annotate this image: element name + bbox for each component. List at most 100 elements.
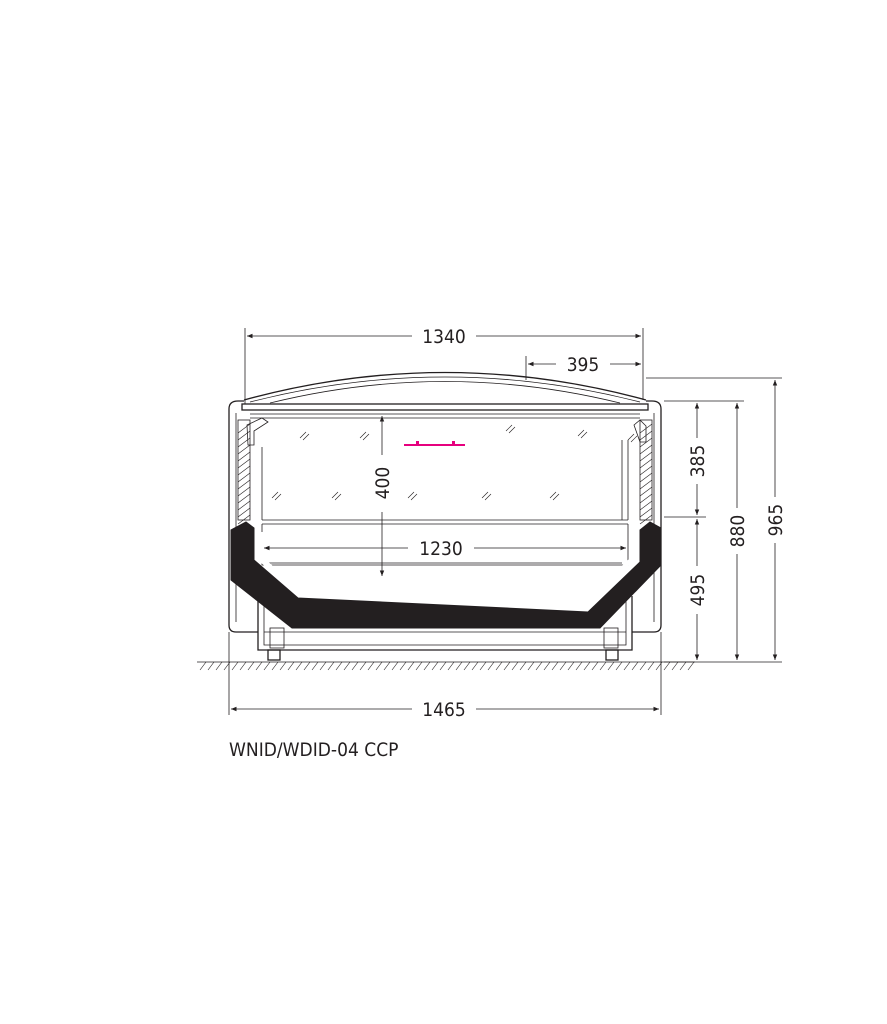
glass-mark	[271, 491, 279, 499]
glass-mark	[549, 491, 557, 499]
floor-line	[197, 661, 695, 671]
floor-hatch-stroke	[463, 661, 471, 671]
floor-hatching	[199, 661, 695, 671]
wall-hatch-stroke	[237, 479, 251, 490]
floor-hatch-stroke	[663, 661, 671, 671]
floor-hatch-stroke	[471, 661, 479, 671]
glass-mark	[484, 493, 492, 501]
floor-hatch-stroke	[535, 661, 543, 671]
floor-hatch-stroke	[519, 661, 527, 671]
glass-reflection-marks	[271, 424, 638, 501]
dim-label-495: 495	[687, 574, 709, 607]
floor-hatch-stroke	[271, 661, 279, 671]
floor-hatch-stroke	[543, 661, 551, 671]
dim-inner-height: 400	[372, 416, 394, 576]
wall-hatch-stroke	[237, 465, 251, 476]
floor-hatch-stroke	[303, 661, 311, 671]
insulated-tub	[230, 521, 662, 629]
glass-mark	[331, 491, 339, 499]
glass-mark	[334, 493, 342, 501]
dim-lid-offset: 395	[525, 354, 641, 380]
floor-hatch-stroke	[679, 661, 687, 671]
floor-hatch-stroke	[495, 661, 503, 671]
floor-hatch-stroke	[447, 661, 455, 671]
model-caption: WNID/WDID-04 CCP	[229, 739, 398, 761]
glass-mark	[410, 493, 418, 501]
floor-hatch-stroke	[247, 661, 255, 671]
wall-hatch-stroke	[639, 500, 653, 511]
dim-lower-height: 495	[687, 519, 709, 660]
floor-hatch-stroke	[599, 661, 607, 671]
floor-hatch-stroke	[295, 661, 303, 671]
floor-hatch-stroke	[479, 661, 487, 671]
dim-label-1465: 1465	[422, 699, 466, 721]
floor-hatch-stroke	[359, 661, 367, 671]
floor-hatch-stroke	[335, 661, 343, 671]
dim-label-880: 880	[727, 515, 749, 548]
floor-hatch-stroke	[375, 661, 383, 671]
glass-mark	[580, 431, 588, 439]
glass-mark	[505, 424, 513, 432]
dim-body-height: 880	[727, 403, 749, 660]
freezer-body	[228, 371, 662, 661]
wall-hatch-stroke	[639, 507, 653, 518]
floor-hatch-stroke	[239, 661, 247, 671]
floor-hatch-stroke	[431, 661, 439, 671]
wall-hatch-stroke	[237, 430, 251, 441]
dim-label-1340: 1340	[422, 326, 466, 348]
floor-hatch-stroke	[327, 661, 335, 671]
floor-hatch-stroke	[399, 661, 407, 671]
glass-mark	[274, 493, 282, 501]
wall-hatch-stroke	[237, 493, 251, 504]
glass-mark	[577, 429, 585, 437]
floor-hatch-stroke	[575, 661, 583, 671]
glass-mark	[359, 431, 367, 439]
glass-mark	[552, 493, 560, 501]
floor-hatch-stroke	[615, 661, 623, 671]
floor-hatch-stroke	[199, 661, 207, 671]
dim-top-width: 1340	[244, 326, 644, 404]
glass-mark	[299, 431, 307, 439]
left-wall-hatching	[237, 423, 251, 525]
dim-label-1230: 1230	[419, 538, 463, 560]
wall-hatch-stroke	[639, 458, 653, 469]
wall-hatch-stroke	[639, 472, 653, 483]
wall-hatch-stroke	[237, 472, 251, 483]
wall-hatch-stroke	[639, 493, 653, 504]
floor-hatch-stroke	[647, 661, 655, 671]
dim-label-395: 395	[567, 354, 600, 376]
wall-hatch-stroke	[639, 444, 653, 455]
floor-hatch-stroke	[527, 661, 535, 671]
floor-hatch-stroke	[503, 661, 511, 671]
floor-hatch-stroke	[351, 661, 359, 671]
floor-hatch-stroke	[415, 661, 423, 671]
dim-upper-height: 385	[687, 403, 709, 515]
glass-mark	[362, 433, 370, 441]
glass-mark	[481, 491, 489, 499]
floor-hatch-stroke	[687, 661, 695, 671]
floor-hatch-stroke	[263, 661, 271, 671]
floor-hatch-stroke	[287, 661, 295, 671]
wall-hatch-stroke	[237, 458, 251, 469]
floor-hatch-stroke	[567, 661, 575, 671]
dim-total-height: 965	[765, 380, 787, 660]
dim-extensions	[646, 377, 782, 663]
dim-overall-width: 1465	[228, 632, 662, 721]
wall-hatch-stroke	[639, 437, 653, 448]
floor-hatch-stroke	[631, 661, 639, 671]
floor-hatch-stroke	[423, 661, 431, 671]
floor-hatch-stroke	[207, 661, 215, 671]
floor-hatch-stroke	[559, 661, 567, 671]
wall-hatch-stroke	[639, 451, 653, 462]
glass-mark	[630, 435, 638, 443]
floor-hatch-stroke	[607, 661, 615, 671]
floor-hatch-stroke	[639, 661, 647, 671]
floor-hatch-stroke	[311, 661, 319, 671]
wall-hatch-stroke	[639, 486, 653, 497]
floor-hatch-stroke	[343, 661, 351, 671]
floor-hatch-stroke	[215, 661, 223, 671]
floor-hatch-stroke	[231, 661, 239, 671]
glass-mark	[407, 491, 415, 499]
glass-mark	[508, 426, 516, 434]
